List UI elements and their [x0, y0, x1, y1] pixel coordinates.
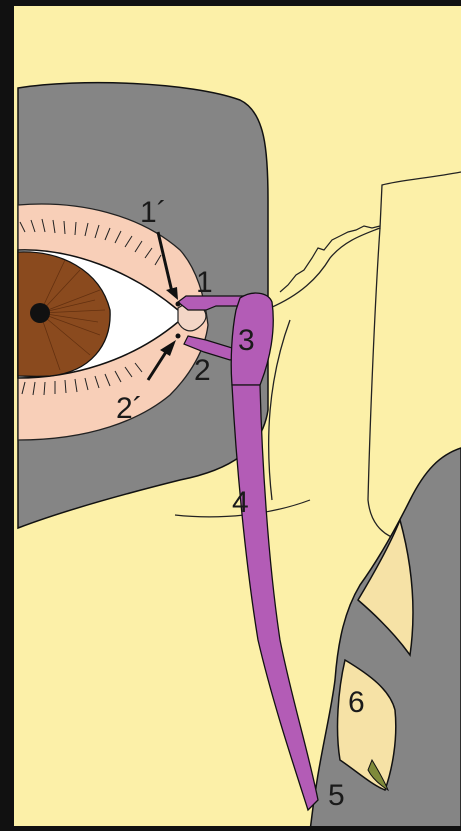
- frame-bottom: [0, 826, 461, 831]
- frame-top: [0, 0, 461, 6]
- label-lower-canaliculus: 2: [194, 354, 211, 387]
- label-duct-opening: 5: [328, 779, 345, 812]
- label-lacrimal-sac: 3: [238, 324, 255, 357]
- lower-punctum-dot: [176, 334, 181, 339]
- label-nasolacrimal-duct: 4: [232, 486, 249, 519]
- label-inferior-turbinate: 6: [348, 686, 365, 719]
- upper-punctum-dot: [176, 302, 181, 307]
- pupil: [30, 303, 50, 323]
- label-lower-punctum: 2´: [116, 392, 143, 425]
- label-upper-canaliculus: 1: [196, 266, 213, 299]
- label-upper-punctum: 1´: [140, 196, 167, 229]
- frame-left: [0, 0, 14, 831]
